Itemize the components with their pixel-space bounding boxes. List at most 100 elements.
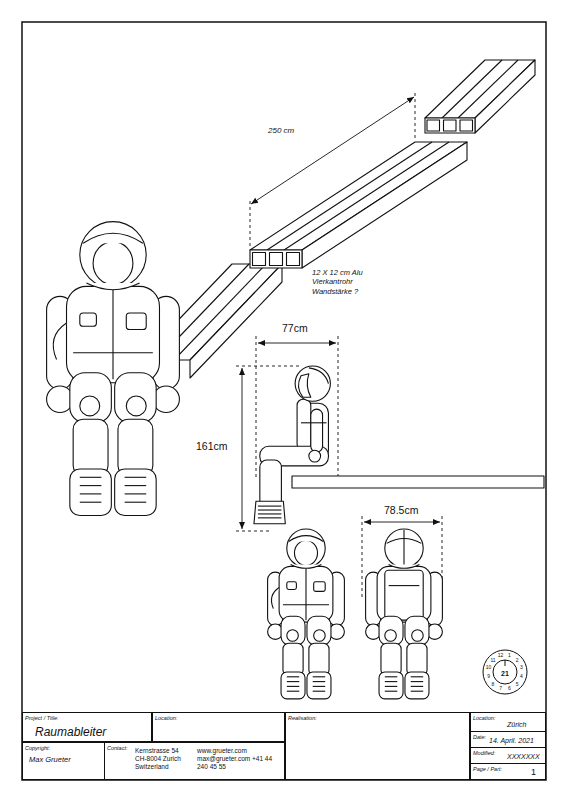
- stamp-ring: [483, 650, 527, 694]
- field-caption: Location:: [155, 715, 275, 722]
- tube-profile: [287, 253, 300, 266]
- collar: [86, 283, 139, 290]
- suit-seam: [385, 691, 397, 692]
- suit-seam: [80, 485, 102, 486]
- title-block-cell: Date:14. April. 2021: [470, 731, 546, 748]
- thigh: [281, 616, 305, 645]
- field-value: Zürich: [507, 721, 545, 729]
- suit-seam: [125, 485, 147, 486]
- shin: [73, 419, 108, 475]
- suit-seam: [385, 686, 397, 687]
- torso: [279, 566, 333, 622]
- extension-line: [236, 531, 270, 532]
- suit-seam: [385, 676, 397, 677]
- helmet-ridge: [83, 233, 143, 243]
- beam-end: [425, 118, 475, 133]
- chest-pocket: [80, 313, 97, 326]
- field-caption: Project / Title:: [25, 715, 145, 722]
- field-value: 14. April. 2021: [489, 737, 545, 745]
- collar: [389, 564, 420, 568]
- tube-line: [458, 60, 518, 118]
- thigh: [115, 373, 157, 423]
- suit-seam: [112, 290, 113, 380]
- field-caption: Location:: [473, 715, 508, 722]
- chest-pocket: [287, 582, 297, 590]
- tube-profile: [460, 120, 473, 131]
- suit-seam: [258, 509, 282, 510]
- suit-seam: [403, 530, 404, 566]
- title-block-cell: Location:Zürich: [470, 712, 546, 732]
- stamp-number: 9: [487, 673, 490, 679]
- astronaut: [366, 529, 443, 699]
- stamp-number: 11: [490, 657, 495, 663]
- suit-seam: [258, 513, 282, 514]
- stamp-number: 2: [516, 657, 519, 663]
- stamp-number: 8: [492, 681, 495, 687]
- suit-seam: [411, 681, 423, 682]
- knee: [385, 630, 397, 642]
- boot: [281, 672, 305, 699]
- extension-line: [250, 198, 251, 246]
- field-caption: Realisation:: [288, 715, 458, 722]
- stamp-pointer: [505, 660, 506, 666]
- title-block-cell: Modified:XXXXXXX: [470, 747, 546, 764]
- tube-profile: [444, 120, 457, 131]
- visor: [93, 242, 133, 285]
- helmet: [287, 529, 325, 567]
- title-block-cell: Location:: [152, 712, 285, 742]
- beams: [140, 60, 544, 488]
- astronaut: [47, 222, 180, 516]
- field-value: 1: [531, 767, 543, 778]
- helmet-ridge: [309, 368, 329, 384]
- backpack: [297, 399, 311, 450]
- stamp-number: 4: [520, 673, 523, 679]
- knee: [412, 630, 424, 642]
- beam-side-view: [292, 476, 544, 488]
- suit-seam: [287, 681, 299, 682]
- boot: [115, 469, 157, 515]
- suit-seam: [385, 681, 397, 682]
- stamp-number: 7: [499, 685, 502, 691]
- glove: [47, 386, 74, 413]
- extension-line: [236, 366, 300, 367]
- dimension: 161cm: [196, 440, 228, 453]
- dimensions: [236, 90, 442, 600]
- suit-seam: [411, 686, 423, 687]
- dimension-line: [258, 343, 336, 344]
- torso: [67, 286, 160, 382]
- thigh: [405, 616, 429, 645]
- suit-seam: [287, 686, 299, 687]
- suit-seam: [411, 676, 423, 677]
- chest-pocket: [314, 582, 326, 592]
- suit-seam: [80, 477, 102, 478]
- astronaut: [268, 529, 345, 699]
- shin: [118, 419, 153, 475]
- extension-line: [415, 90, 416, 138]
- helmet-ridge: [289, 536, 324, 542]
- stamp-number: 6: [508, 685, 511, 691]
- beam-side: [475, 60, 535, 133]
- visor: [294, 540, 317, 565]
- helmet: [295, 366, 330, 401]
- suit-seam: [287, 676, 299, 677]
- beam-side: [190, 264, 282, 378]
- boot: [405, 672, 429, 699]
- suit-seam: [80, 502, 102, 503]
- shin: [309, 643, 329, 676]
- boot: [254, 501, 285, 524]
- suit-seam: [411, 691, 423, 692]
- astronaut: [254, 366, 330, 524]
- suit-seam: [125, 477, 147, 478]
- dimension-line: [242, 368, 243, 529]
- boot: [379, 672, 403, 699]
- knee: [287, 630, 299, 642]
- shin: [381, 643, 401, 676]
- glove: [309, 450, 321, 462]
- title-block-cell: Project / Title:Raumableiter: [22, 712, 152, 742]
- shin: [407, 643, 427, 676]
- chest-pocket: [126, 313, 146, 330]
- suit-seam: [73, 352, 153, 353]
- boot: [70, 469, 112, 515]
- glove: [153, 386, 180, 413]
- tube-line: [267, 142, 432, 250]
